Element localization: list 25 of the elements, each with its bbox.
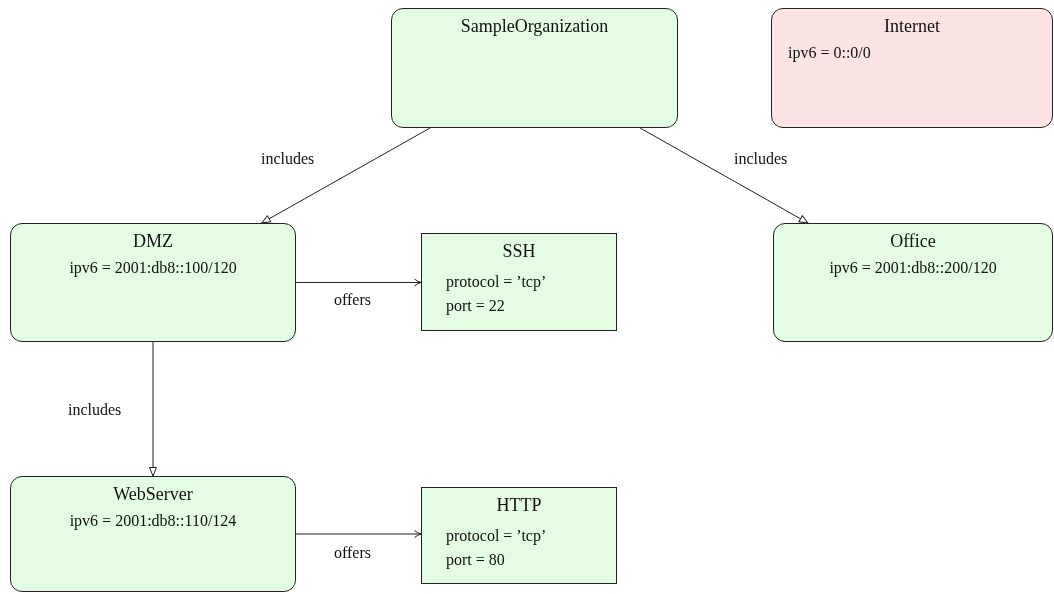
attribute-text: ipv6 = 2001:db8::200/120	[828, 258, 998, 279]
attribute-text: port = 22	[446, 296, 505, 317]
rounded-box	[771, 8, 1053, 128]
rounded-box	[391, 8, 678, 128]
rounded-box	[10, 223, 296, 342]
attribute-text: port = 80	[446, 550, 505, 571]
node-title: DMZ	[132, 230, 174, 252]
rounded-box	[773, 223, 1053, 342]
node-title: HTTP	[495, 494, 543, 516]
arrow	[639, 127, 809, 224]
rounded-box	[10, 476, 296, 592]
arrow	[261, 127, 431, 224]
box	[421, 487, 617, 584]
node-title: WebServer	[112, 483, 194, 505]
node-title: SampleOrganization	[459, 15, 610, 37]
attribute-text: ipv6 = 2001:db8::100/120	[68, 258, 238, 279]
node-title: SSH	[501, 240, 537, 262]
attribute-text: protocol = ’tcp’	[446, 272, 547, 293]
arrow	[149, 341, 157, 477]
node-title: Office	[889, 230, 937, 252]
attribute-text: protocol = ’tcp’	[446, 526, 547, 547]
node-title: Internet	[883, 15, 941, 37]
box	[421, 233, 617, 331]
attribute-text: ipv6 = 0::0/0	[788, 43, 871, 64]
attribute-text: ipv6 = 2001:db8::110/124	[68, 511, 238, 532]
